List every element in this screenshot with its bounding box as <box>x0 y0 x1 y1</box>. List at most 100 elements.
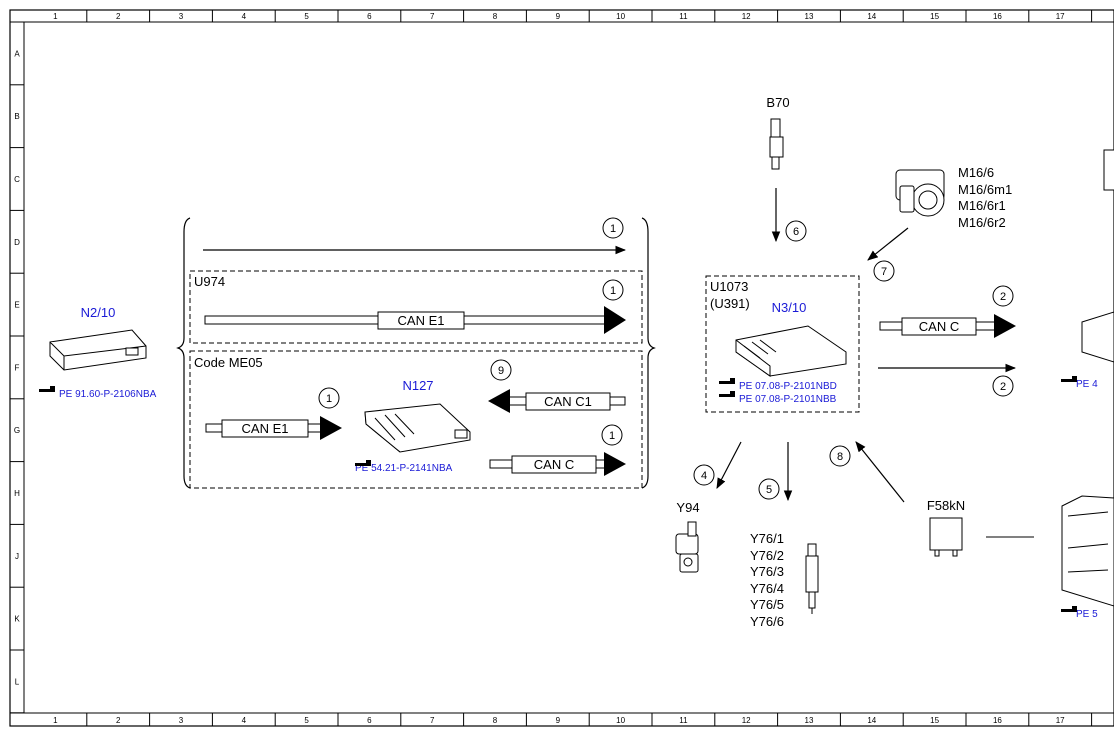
svg-text:CAN E1: CAN E1 <box>398 313 445 328</box>
grid-column-label: 4 <box>242 12 247 21</box>
n3-10-ref-1: PE 07.08-P-2101NBD <box>739 381 837 392</box>
svg-text:1: 1 <box>609 430 615 442</box>
m16-6r1-label: M16/6r1 <box>958 198 1006 213</box>
y94-valve-icon <box>675 521 699 573</box>
u974-box <box>189 270 643 344</box>
pointing-hand-icon <box>719 391 735 397</box>
marker-f58: 8 <box>829 445 851 467</box>
grid-column-label: 1 <box>53 716 58 725</box>
marker-u974: 1 <box>602 279 624 301</box>
svg-text:9: 9 <box>498 365 504 377</box>
svg-text:1: 1 <box>610 223 616 235</box>
y76-3-label: Y76/3 <box>750 564 784 579</box>
marker-m16: 7 <box>873 260 895 282</box>
pointing-hand-icon <box>719 378 735 384</box>
n127-label: N127 <box>402 378 433 393</box>
grid-column-label: 2 <box>116 12 121 21</box>
grid-row-label: A <box>14 49 20 58</box>
grid-column-label: 8 <box>493 12 498 21</box>
n3-10-box <box>705 275 860 413</box>
m16-arrow <box>867 227 909 261</box>
f58-arrow <box>855 441 905 503</box>
n3-10-ref-2: PE 07.08-P-2101NBB <box>739 394 837 405</box>
n2-10-module-icon <box>49 329 147 371</box>
pointing-hand-icon <box>1061 606 1077 612</box>
grid-row-label: L <box>15 677 20 686</box>
marker-can-c1: 9 <box>490 359 512 381</box>
grid-column-label: 13 <box>805 12 814 21</box>
grid-column-label: 12 <box>742 716 751 725</box>
throttle-body-icon <box>895 169 945 217</box>
me05-can-e1-bus: CAN E1 <box>205 416 342 440</box>
pointing-hand-icon <box>1061 376 1077 382</box>
grid-column-label: 13 <box>805 716 814 725</box>
grid-column-label: 6 <box>367 716 372 725</box>
svg-text:8: 8 <box>837 451 843 463</box>
grid-column-label: 11 <box>679 12 688 21</box>
grid-column-label: 10 <box>616 716 625 725</box>
grid-column-label: 14 <box>867 716 876 725</box>
y76-4-label: Y76/4 <box>750 581 784 596</box>
grid-column-label: 15 <box>930 12 939 21</box>
grid-row-label: K <box>14 615 20 624</box>
reference-hand-icons <box>39 376 1077 612</box>
svg-text:4: 4 <box>701 470 707 482</box>
y76-6-label: Y76/6 <box>750 614 784 629</box>
grid-row-label: G <box>14 426 20 435</box>
svg-text:1: 1 <box>610 285 616 297</box>
grid-column-label: 5 <box>304 716 309 725</box>
grid-column-label: 16 <box>993 716 1002 725</box>
grid-column-label: 16 <box>993 12 1002 21</box>
svg-text:6: 6 <box>793 226 799 238</box>
ecu-module-icon <box>735 325 847 377</box>
right-ref-k: PE 5 <box>1076 609 1098 620</box>
marker-line-out: 2 <box>992 375 1014 397</box>
y76-1-label: Y76/1 <box>750 531 784 546</box>
marker-can-c: 1 <box>601 424 623 446</box>
marker-b70: 6 <box>785 220 807 242</box>
svg-text:1: 1 <box>326 393 332 405</box>
y76-5-label: Y76/5 <box>750 597 784 612</box>
right-ref-f: PE 4 <box>1076 379 1098 390</box>
b70-sensor-icon <box>769 118 784 170</box>
grid-column-label: 10 <box>616 12 625 21</box>
b70-label: B70 <box>766 95 789 110</box>
me05-can-c-bus: CAN C <box>489 452 626 476</box>
grid-column-label: 7 <box>430 716 435 725</box>
grid-column-label: 8 <box>493 716 498 725</box>
m16-6r2-label: M16/6r2 <box>958 215 1006 230</box>
grid-column-label: 6 <box>367 12 372 21</box>
grid-column-label: 4 <box>242 716 247 725</box>
grid-row-label: J <box>15 552 19 561</box>
f58kn-label: F58kN <box>927 498 965 513</box>
diagram-frame <box>9 9 1114 727</box>
grid-row-label: B <box>14 112 19 121</box>
svg-text:CAN E1: CAN E1 <box>242 421 289 436</box>
marker-can-c-out: 2 <box>992 285 1014 307</box>
grid-column-label: 1 <box>53 12 58 21</box>
u974-label: U974 <box>194 274 225 289</box>
m16-6-label: M16/6 <box>958 165 994 180</box>
pointing-hand-icon <box>39 386 55 392</box>
m16-6m1-label: M16/6m1 <box>958 182 1012 197</box>
grid-row-label: C <box>14 175 20 184</box>
code-me05-box <box>189 350 643 489</box>
y94-arrow <box>716 441 742 489</box>
marker-y76: 5 <box>758 478 780 500</box>
grid-column-label: 14 <box>867 12 876 21</box>
svg-text:CAN C: CAN C <box>919 319 959 334</box>
right-edge-components <box>1061 149 1114 607</box>
code-me05-label: Code ME05 <box>194 355 263 370</box>
grid-column-label: 17 <box>1056 12 1065 21</box>
grid-column-label: 7 <box>430 12 435 21</box>
grid-row-label: H <box>14 489 20 498</box>
grid-column-label: 9 <box>556 12 561 21</box>
relay-icon <box>929 517 963 557</box>
grid-column-label: 17 <box>1056 716 1065 725</box>
grid-row-label: F <box>15 363 20 372</box>
n3-10-label: N3/10 <box>772 300 807 315</box>
